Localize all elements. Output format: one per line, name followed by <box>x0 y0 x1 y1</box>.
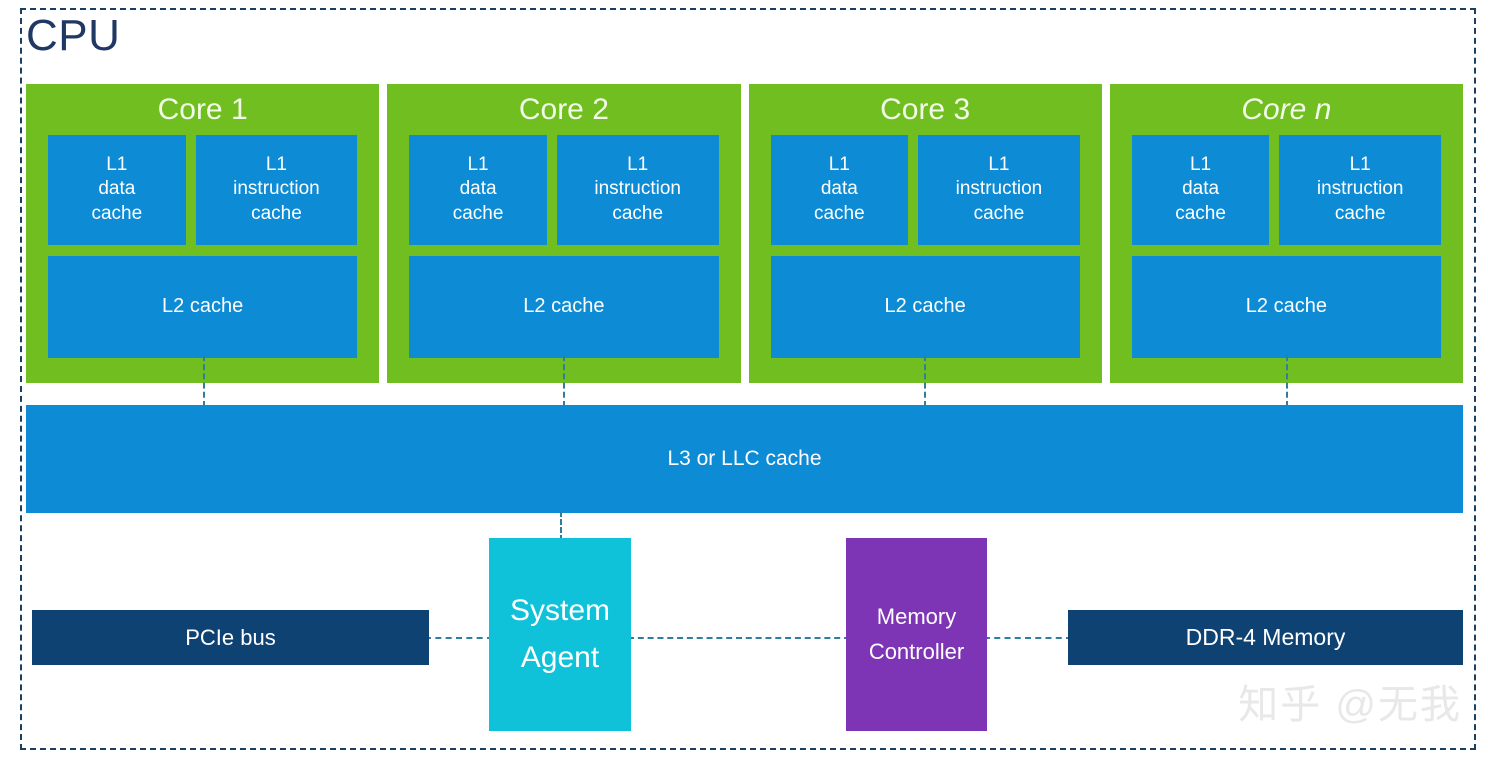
l1-instruction-cache-1[interactable]: L1 instruction cache <box>195 134 358 245</box>
core-block-1[interactable]: Core 1 L1 data cache L1 instruction cach… <box>26 84 380 383</box>
l1-instruction-cache-line-2: instruction <box>955 178 1043 200</box>
l1-data-cache-2[interactable]: L1 data cache <box>409 134 547 245</box>
cpu-boundary-frame <box>20 8 1476 750</box>
connector-core3-to-l3 <box>924 355 926 407</box>
l1-instruction-cache-line-2: instruction <box>1316 178 1404 200</box>
cores-row: Core 1 L1 data cache L1 instruction cach… <box>26 84 1463 383</box>
l2-cache-1[interactable]: L2 cache <box>48 255 358 358</box>
l1-instruction-cache-n[interactable]: L1 instruction cache <box>1279 134 1441 245</box>
l1-cache-row-3: L1 data cache L1 instruction cache <box>770 134 1080 245</box>
core-title-3: Core 3 <box>880 93 971 126</box>
l1-data-cache-line-3: cache <box>91 202 143 224</box>
l1-data-cache-line-1: L1 <box>1189 154 1212 176</box>
connector-l3-to-system-agent <box>560 511 562 541</box>
core-title-1: Core 1 <box>157 93 248 126</box>
l1-instruction-cache-line-1: L1 <box>265 154 287 176</box>
l1-instruction-cache-2[interactable]: L1 instruction cache <box>556 134 719 245</box>
memory-controller-line-2: Controller <box>868 638 965 664</box>
l1-data-cache-line-2: data <box>459 178 497 200</box>
l1-data-cache-3[interactable]: L1 data cache <box>770 134 909 245</box>
core-block-3[interactable]: Core 3 L1 data cache L1 instruction cach… <box>748 84 1102 383</box>
connector-core1-to-l3 <box>203 355 205 407</box>
connector-pcie-to-system-agent <box>425 637 493 639</box>
pcie-bus-block[interactable]: PCIe bus <box>32 610 429 665</box>
zhihu-watermark: 知乎 @无我 <box>1238 683 1462 727</box>
l1-instruction-cache-line-1: L1 <box>1349 154 1371 176</box>
core-title-2: Core 2 <box>518 93 609 126</box>
l1-data-cache-line-1: L1 <box>467 154 489 176</box>
l1-data-cache-line-3: cache <box>813 202 865 224</box>
l2-cache-3[interactable]: L2 cache <box>770 255 1080 358</box>
l1-instruction-cache-line-1: L1 <box>627 154 649 176</box>
core-block-n[interactable]: Core n L1 data cache L1 instruction cach… <box>1109 84 1463 383</box>
l1-data-cache-line-2: data <box>820 178 858 200</box>
l1-instruction-cache-line-3: cache <box>612 202 664 224</box>
system-agent-block[interactable]: System Agent <box>489 538 631 731</box>
system-agent-line-2: Agent <box>520 640 600 674</box>
memory-controller-block[interactable]: Memory Controller <box>846 538 987 731</box>
l2-cache-n[interactable]: L2 cache <box>1131 255 1441 358</box>
l1-data-cache-line-3: cache <box>1175 202 1226 224</box>
l1-instruction-cache-3[interactable]: L1 instruction cache <box>918 134 1080 245</box>
system-agent-line-1: System <box>509 594 611 627</box>
l1-cache-row-1: L1 data cache L1 instruction cache <box>48 134 358 245</box>
connector-core2-to-l3 <box>563 355 565 407</box>
core-block-2[interactable]: Core 2 L1 data cache L1 instruction cach… <box>387 84 741 383</box>
core-title-n: Core n <box>1241 93 1332 126</box>
memory-controller-line-1: Memory <box>876 604 957 630</box>
l1-data-cache-line-2: data <box>1182 178 1220 200</box>
l1-instruction-cache-line-3: cache <box>973 202 1025 224</box>
ddr4-memory-block[interactable]: DDR-4 Memory <box>1068 610 1463 665</box>
l1-instruction-cache-line-2: instruction <box>233 178 320 200</box>
connector-coren-to-l3 <box>1286 355 1288 407</box>
l2-cache-2[interactable]: L2 cache <box>409 255 719 358</box>
l1-data-cache-n[interactable]: L1 data cache <box>1131 134 1270 245</box>
l1-instruction-cache-line-3: cache <box>1334 202 1386 224</box>
l1-cache-row-2: L1 data cache L1 instruction cache <box>409 134 719 245</box>
connector-system-agent-to-memory-controller <box>628 637 850 639</box>
l1-instruction-cache-line-1: L1 <box>988 154 1010 176</box>
l1-data-cache-line-1: L1 <box>106 154 128 176</box>
l1-instruction-cache-line-2: instruction <box>594 178 681 200</box>
l1-instruction-cache-line-3: cache <box>251 202 302 224</box>
l1-data-cache-1[interactable]: L1 data cache <box>48 134 186 245</box>
l1-cache-row-n: L1 data cache L1 instruction cache <box>1131 134 1441 245</box>
connector-memory-controller-to-ddr <box>984 637 1072 639</box>
l1-data-cache-line-2: data <box>98 178 136 200</box>
page-title: CPU <box>26 11 121 60</box>
l1-data-cache-line-3: cache <box>452 202 504 224</box>
l3-cache-block[interactable]: L3 or LLC cache <box>26 405 1463 513</box>
l1-data-cache-line-1: L1 <box>828 154 850 176</box>
